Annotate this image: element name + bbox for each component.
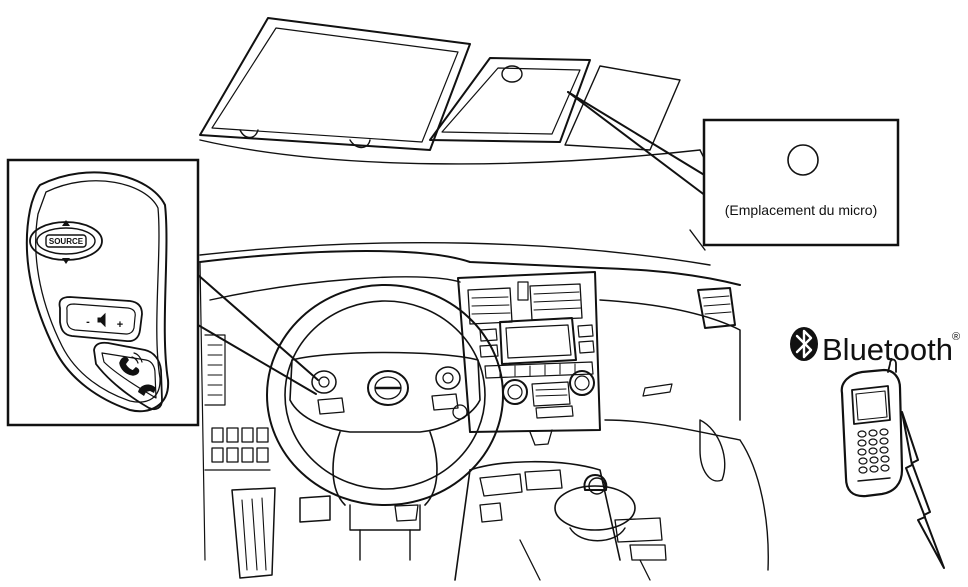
center-console	[454, 460, 667, 581]
pedals	[231, 487, 419, 579]
volume-minus-label: -	[86, 316, 90, 328]
switch-callout-leader	[197, 274, 319, 395]
down-arrow-icon	[62, 258, 70, 264]
volume-icon	[97, 312, 106, 328]
bluetooth-registered-mark: ®	[952, 331, 960, 343]
lower-dash-switches	[204, 427, 271, 471]
center-stack	[457, 271, 601, 446]
bluetooth-icon	[790, 327, 818, 361]
mic-location-label: (Emplacement du micro)	[725, 202, 878, 218]
lightning-signal-icon	[901, 411, 945, 569]
volume-plus-label: +	[117, 319, 123, 331]
bluetooth-logo: Bluetooth ®	[790, 327, 960, 367]
sun-visor-left	[199, 17, 471, 151]
phone-answer-icon	[119, 352, 143, 376]
bluetooth-label: Bluetooth	[822, 332, 953, 367]
steering-wheel	[266, 284, 504, 561]
mic-location-callout: (Emplacement du micro)	[702, 118, 900, 247]
windshield-frame	[199, 139, 726, 266]
up-arrow-icon	[62, 220, 70, 226]
microphone-icon	[787, 144, 819, 176]
phone-hangup-icon	[138, 384, 156, 396]
phone-buttons	[93, 341, 163, 411]
mic-callout-leader	[567, 91, 707, 197]
overhead-console	[429, 57, 681, 151]
volume-rocker	[58, 296, 143, 343]
mobile-phone-icon	[840, 358, 904, 498]
source-button-label: SOURCE	[49, 237, 84, 246]
steering-switch-inset: SOURCE - +	[6, 158, 200, 427]
